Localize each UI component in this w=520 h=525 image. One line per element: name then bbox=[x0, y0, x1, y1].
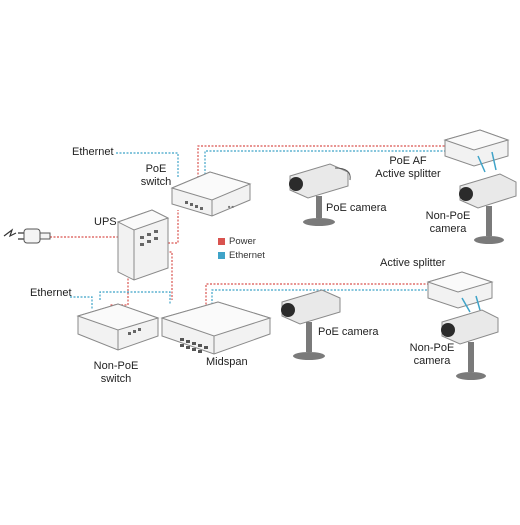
non-poe-camera-bottom-device bbox=[441, 309, 499, 380]
non-poe-camera-label-top: Non-PoE camera bbox=[420, 210, 476, 236]
non-poe-camera-label-bottom-line2: camera bbox=[413, 355, 451, 367]
poe-camera-top-device bbox=[289, 163, 351, 226]
non-poe-switch-label-line1: Non-PoE bbox=[93, 360, 139, 372]
poe-switch-label: PoE switch bbox=[138, 163, 174, 189]
legend-power: Power bbox=[218, 236, 256, 247]
poe-switch-label-line2: switch bbox=[140, 176, 172, 188]
legend-power-swatch bbox=[218, 238, 225, 245]
non-poe-switch-label: Non-PoE switch bbox=[90, 360, 142, 386]
legend-ethernet-label: Ethernet bbox=[229, 250, 265, 261]
poe-camera-bottom-device bbox=[281, 289, 341, 360]
active-splitter-label: Active splitter bbox=[380, 257, 446, 269]
ethernet-cable-midspan-camera bbox=[211, 289, 430, 308]
poe-switch-device: ■ ■ bbox=[170, 171, 252, 217]
ethernet-cable-left bbox=[70, 296, 93, 310]
poe-camera-label-bottom: PoE camera bbox=[318, 326, 379, 338]
power-cable-ups-poe-switch bbox=[168, 210, 179, 244]
ups-unit bbox=[116, 209, 170, 281]
non-poe-camera-label-top-line2: camera bbox=[429, 223, 467, 235]
non-poe-camera-top-device bbox=[459, 173, 517, 244]
legend-power-label: Power bbox=[229, 236, 256, 247]
poe-switch-label-line1: PoE bbox=[145, 163, 167, 175]
legend-ethernet-swatch bbox=[218, 252, 225, 259]
legend-ethernet: Ethernet bbox=[218, 250, 265, 261]
ethernet-cable-poe-switch-camera bbox=[204, 150, 445, 178]
power-cable-poe-switch-top bbox=[197, 145, 445, 178]
active-splitter-device bbox=[426, 271, 494, 313]
midspan-label: Midspan bbox=[206, 356, 248, 368]
ethernet-label-top: Ethernet bbox=[72, 146, 114, 158]
poe-af-splitter-label-line1: PoE AF bbox=[389, 155, 427, 167]
non-poe-camera-label-bottom: Non-PoE camera bbox=[404, 342, 460, 368]
ethernet-cable-top bbox=[116, 152, 179, 178]
svg-text:■ ■: ■ ■ bbox=[228, 204, 235, 209]
ups-label: UPS bbox=[94, 216, 117, 228]
power-plug-icon bbox=[3, 228, 51, 244]
poe-af-splitter-device bbox=[443, 129, 510, 173]
poe-af-splitter-label-line2: Active splitter bbox=[375, 168, 441, 180]
poe-camera-label-top: PoE camera bbox=[326, 202, 387, 214]
power-cable-midspan-bottom bbox=[205, 283, 430, 308]
midspan-device bbox=[160, 301, 272, 355]
ethernet-cable-non-poe-midspan bbox=[99, 291, 171, 305]
non-poe-switch-label-line2: switch bbox=[100, 373, 132, 385]
non-poe-camera-label-bottom-line1: Non-PoE bbox=[409, 342, 455, 354]
non-poe-switch-device bbox=[76, 303, 160, 351]
non-poe-camera-label-top-line1: Non-PoE bbox=[425, 210, 471, 222]
poe-af-splitter-label: PoE AF Active splitter bbox=[364, 155, 452, 181]
ethernet-label-left: Ethernet bbox=[30, 287, 72, 299]
